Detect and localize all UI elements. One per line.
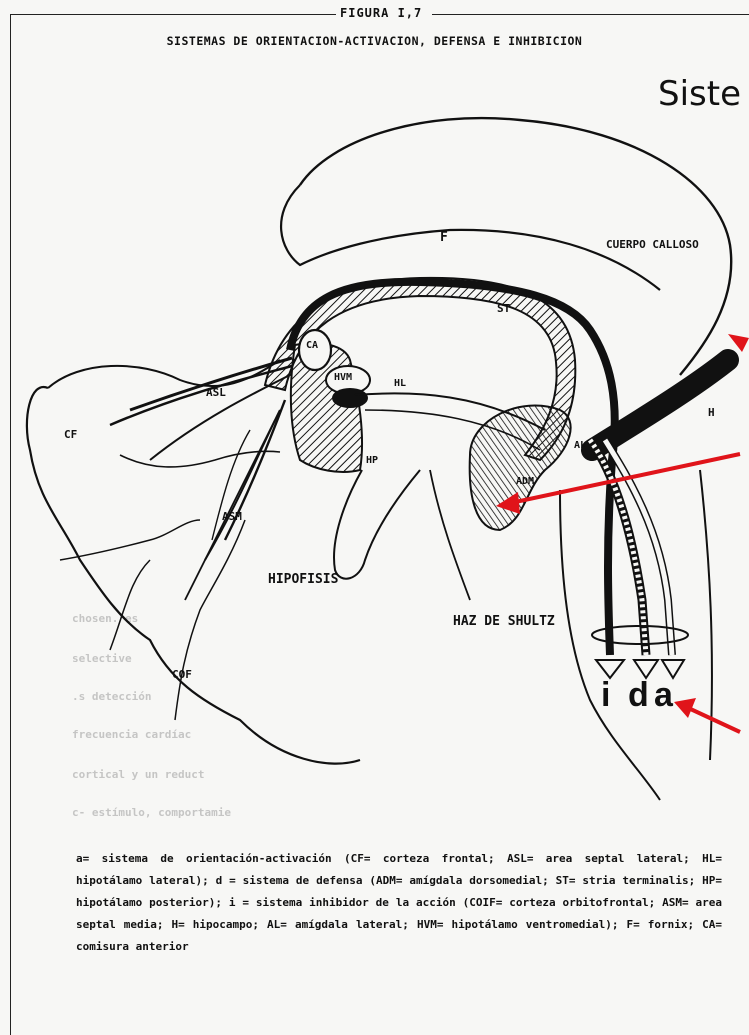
red-arrow <box>674 698 740 732</box>
pathway-letter-i: i <box>601 676 612 715</box>
hipofisis-stalk <box>334 470 420 579</box>
label-hipocampo: H <box>708 406 715 419</box>
cortex-fold <box>60 520 200 560</box>
defense-pathway-inner <box>590 440 646 655</box>
figure-caption: a= sistema de orientación-activación (CF… <box>76 848 722 958</box>
label-cuerpo-calloso: CUERPO CALLOSO <box>606 238 699 251</box>
label-area-septal-media: ASM <box>222 510 242 523</box>
label-amigdala-lateral: AL <box>574 440 586 451</box>
label-corteza-orbitofrontal: COF <box>172 668 192 681</box>
label-fornix: F <box>440 230 448 245</box>
label-area-septal-lateral: ASL <box>206 386 226 399</box>
label-hipofisis: HIPOFISIS <box>268 572 338 587</box>
amygdala-dorsomedial <box>470 406 571 530</box>
label-hipotalamo-lateral: HL <box>394 378 406 389</box>
label-corteza-frontal: CF <box>64 428 77 441</box>
label-hipotalamo-ventromedial: HVM <box>334 372 352 383</box>
label-comisura-anterior: CA <box>306 340 318 351</box>
pathway-letter-a: a <box>654 676 675 715</box>
frontal-cortex-fold <box>48 360 280 388</box>
red-arrow-partial <box>728 334 749 352</box>
label-haz-de-shultz: HAZ DE SHULTZ <box>453 614 555 629</box>
label-amigdala-dorsomedial: ADM <box>516 476 534 487</box>
defense-pathway <box>590 440 646 655</box>
hvm-dark <box>332 388 368 408</box>
asl-fiber <box>110 366 292 425</box>
label-hipotalamo-posterior: HP <box>366 455 378 466</box>
brainstem-outline <box>430 470 470 600</box>
corpus-callosum-inner <box>281 185 660 290</box>
label-stria-terminalis: ST <box>497 302 510 315</box>
pathway-letter-d: d <box>628 676 651 715</box>
